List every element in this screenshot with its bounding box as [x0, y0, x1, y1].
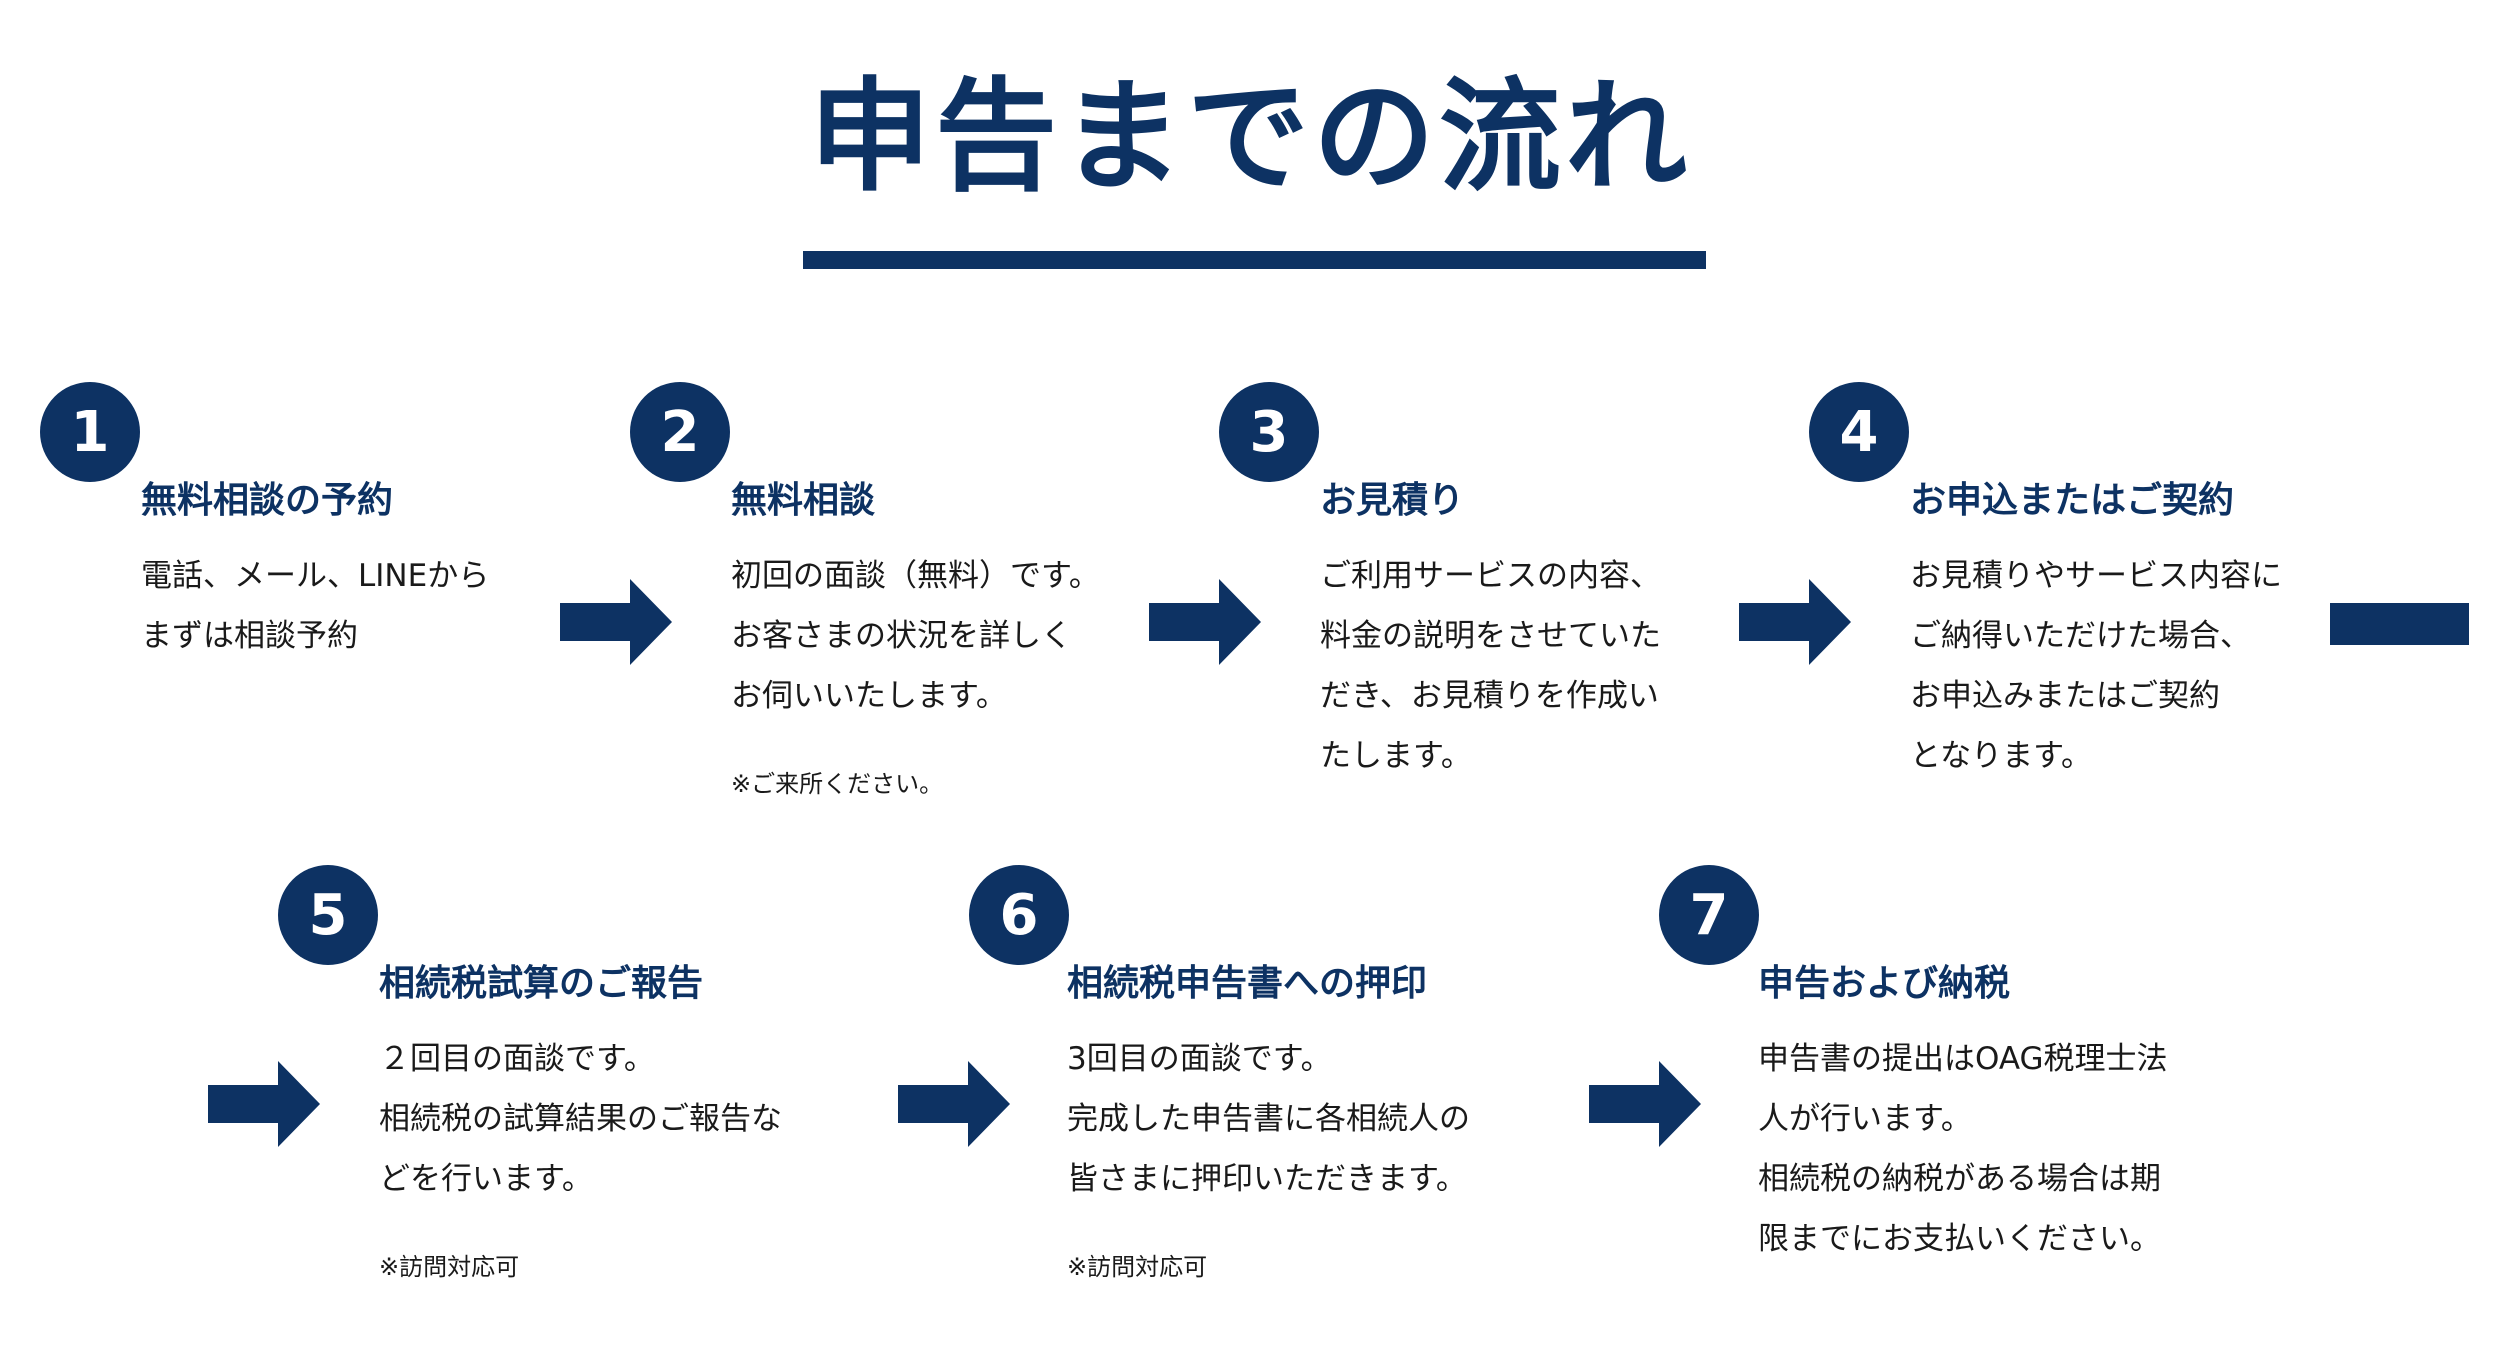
step-note: ※訪問対応可	[1067, 1253, 1208, 1281]
description-line: 相続税の納税がある場合は期	[1758, 1161, 2161, 1197]
description-line: お客さまの状況を詳しく	[731, 618, 1072, 654]
step-heading: 申告および納税	[1758, 963, 2011, 1004]
step-note: ※ご来所ください。	[731, 770, 944, 798]
step-heading: お申込またはご契約	[1910, 480, 2235, 521]
step-number-badge: 1	[40, 382, 140, 482]
description-line: となります。	[1910, 738, 2092, 774]
step-description: 3回目の面談です。完成した申告書に各相続人の皆さまに押印いただきます。	[1067, 1029, 1470, 1209]
step-description: 申告書の提出はOAG税理士法人が行います。相続税の納税がある場合は期限までにお支…	[1758, 1029, 2168, 1269]
continuation-bar	[2330, 603, 2469, 645]
step-number-badge: 7	[1659, 865, 1759, 965]
step-heading: 無料相談	[731, 480, 876, 521]
description-line: どを行います。	[379, 1161, 593, 1197]
step-number-badge: 4	[1809, 382, 1909, 482]
arrow-right-icon	[898, 1061, 1010, 1147]
step-number-badge: 6	[969, 865, 1069, 965]
description-line: 相続税の試算結果のご報告な	[379, 1101, 782, 1137]
step-heading: 相続税申告書への押印	[1067, 963, 1428, 1004]
step-description: 電話、メール、LINEからまずは相談予約	[141, 546, 489, 666]
step-description: 初回の面談（無料）です。お客さまの状況を詳しくお伺いいたします。	[731, 546, 1100, 726]
page-title: 申告までの流れ	[809, 66, 1691, 208]
description-line: お見積りやサービス内容に	[1910, 558, 2282, 594]
step-heading: お見積り	[1320, 480, 1465, 521]
description-line: 完成した申告書に各相続人の	[1067, 1101, 1470, 1137]
arrow-right-icon	[1739, 579, 1851, 665]
description-line: たします。	[1320, 738, 1472, 774]
description-line: 3回目の面談です。	[1067, 1041, 1332, 1077]
description-line: ご納得いただけた場合、	[1910, 618, 2251, 654]
description-line: お申込みまたはご契約	[1910, 678, 2220, 714]
description-line: だき、お見積りを作成い	[1320, 678, 1659, 714]
arrow-right-icon	[1149, 579, 1261, 665]
description-line: お伺いいたします。	[731, 678, 1007, 714]
description-line: 初回の面談（無料）です。	[731, 558, 1100, 594]
step-number-badge: 5	[278, 865, 378, 965]
step-number-badge: 3	[1219, 382, 1319, 482]
step-description: ２回目の面談です。相続税の試算結果のご報告などを行います。	[379, 1029, 782, 1209]
step-heading: 無料相談の予約	[141, 480, 394, 521]
arrow-right-icon	[1589, 1061, 1701, 1147]
description-line: 皆さまに押印いただきます。	[1067, 1161, 1467, 1197]
description-line: 申告書の提出はOAG税理士法	[1758, 1041, 2168, 1077]
step-note: ※訪問対応可	[379, 1253, 520, 1281]
step-heading: 相続税試算のご報告	[379, 963, 704, 1004]
arrow-right-icon	[560, 579, 672, 665]
step-description: ご利用サービスの内容、料金の説明をさせていただき、お見積りを作成いたします。	[1320, 546, 1661, 786]
description-line: ２回目の面談です。	[379, 1041, 655, 1077]
step-number-badge: 2	[630, 382, 730, 482]
description-line: 料金の説明をさせていた	[1320, 618, 1661, 654]
description-line: 限までにお支払いください。	[1758, 1221, 2161, 1257]
description-line: 電話、メール、LINEから	[141, 558, 490, 594]
arrow-right-icon	[208, 1061, 320, 1147]
description-line: 人が行います。	[1758, 1101, 1972, 1137]
description-line: まずは相談予約	[141, 618, 358, 654]
step-description: お見積りやサービス内容にご納得いただけた場合、お申込みまたはご契約となります。	[1910, 546, 2282, 786]
title-underline	[803, 251, 1706, 269]
description-line: ご利用サービスの内容、	[1320, 558, 1661, 594]
